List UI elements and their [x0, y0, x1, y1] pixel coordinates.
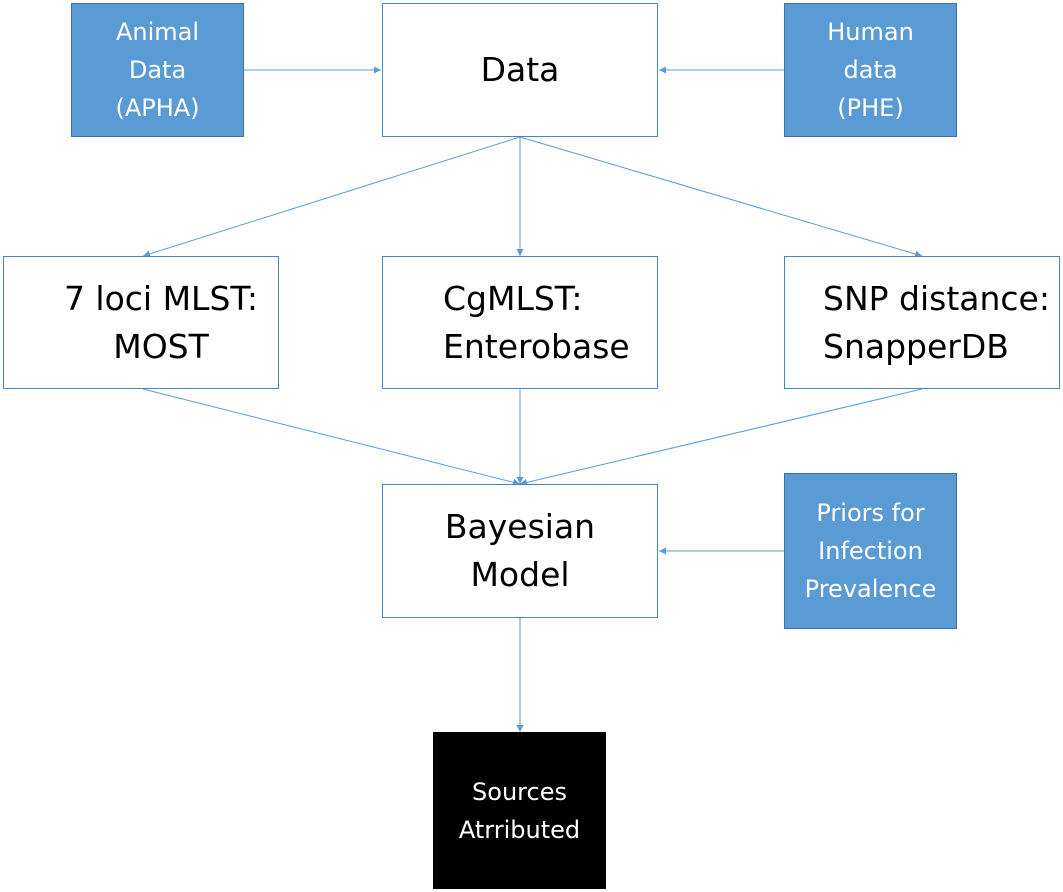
- priors-line-3: Prevalence: [804, 575, 937, 603]
- bayesian-line-2: Model: [470, 555, 570, 594]
- snp-node: SNP distance: SnapperDB: [784, 256, 1060, 389]
- sources-line-1: Sources: [472, 777, 567, 806]
- animal-data-node: Animal Data (APHA): [71, 3, 244, 137]
- animal-data-line-1: Animal: [115, 18, 200, 46]
- mlst7-node: 7 loci MLST: MOST: [3, 256, 279, 389]
- cgmlst-line-1: CgMLST:: [443, 278, 583, 318]
- arrow-snp-to-bayesian: [519, 388, 923, 486]
- cgmlst-node: CgMLST: Enterobase: [382, 256, 658, 389]
- mlst7-line-1: 7 loci MLST:: [63, 278, 259, 318]
- data-node: Data: [382, 3, 658, 137]
- cgmlst-line-2: Enterobase: [443, 326, 630, 366]
- snp-line-2: SnapperDB: [823, 326, 1009, 366]
- priors-line-1: Priors for: [816, 499, 925, 527]
- mlst7-line-2: MOST: [113, 326, 209, 366]
- human-data-line-3: (PHE): [837, 94, 904, 122]
- data-node-label: Data: [480, 50, 560, 89]
- human-data-line-2: data: [843, 56, 898, 84]
- animal-data-line-3: (APHA): [115, 94, 200, 122]
- arrow-data-to-snp: [519, 136, 923, 258]
- snp-line-1: SNP distance:: [823, 278, 1050, 318]
- sources-line-2: Atrributed: [458, 815, 581, 844]
- priors-node: Priors for Infection Prevalence: [784, 473, 957, 629]
- animal-data-line-2: Data: [128, 56, 187, 84]
- arrow-mlst7-to-bayesian: [142, 388, 521, 486]
- sources-attributed-node: Sources Atrributed: [433, 732, 606, 889]
- human-data-line-1: Human: [827, 18, 914, 46]
- human-data-node: Human data (PHE): [784, 3, 957, 137]
- bayesian-line-1: Bayesian: [444, 507, 596, 546]
- arrow-data-to-mlst7: [142, 136, 521, 258]
- bayesian-model-node: Bayesian Model: [382, 484, 658, 618]
- priors-line-2: Infection: [818, 537, 923, 565]
